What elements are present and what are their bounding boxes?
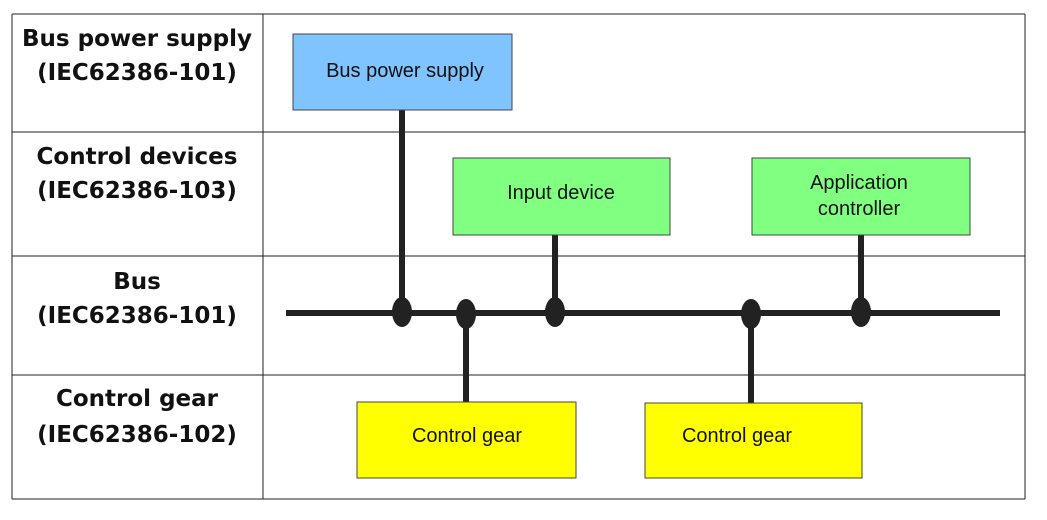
- bus-taps: [392, 297, 871, 329]
- row-label-name: Bus power supply: [22, 26, 252, 52]
- input-device-box: Input device: [452, 157, 671, 236]
- box-label: Control gear: [412, 425, 522, 447]
- box-label: Bus power supply: [326, 60, 484, 82]
- row-label-bus-power-supply: Bus power supply (IEC62386-101): [22, 26, 252, 86]
- box-label-line2: controller: [818, 198, 901, 220]
- box-shape: [452, 157, 671, 236]
- row-label-name: Control gear: [56, 386, 219, 412]
- row-label-bus: Bus (IEC62386-101): [37, 269, 237, 329]
- box-shape: [292, 33, 513, 111]
- bus-tap-dot: [545, 297, 565, 327]
- application-controller-box: Application controller: [751, 157, 971, 236]
- wires: [286, 110, 1000, 403]
- bus-power-supply-box: Bus power supply: [292, 33, 513, 111]
- row-label-name: Bus: [113, 269, 161, 295]
- row-label-standard: (IEC62386-103): [37, 178, 237, 204]
- box-label: Input device: [507, 182, 615, 204]
- row-label-standard: (IEC62386-101): [37, 303, 237, 329]
- bus-tap-dot: [392, 297, 412, 327]
- control-gear-box-2: Control gear: [644, 402, 863, 479]
- table-frame: [11, 13, 1026, 500]
- box-label-line1: Application: [810, 172, 908, 194]
- bus-tap-dot: [741, 299, 761, 329]
- row-label-name: Control devices: [37, 144, 238, 170]
- row-label-control-gear: Control gear (IEC62386-102): [37, 386, 237, 448]
- box-label: Control gear: [682, 425, 792, 447]
- control-gear-box-1: Control gear: [356, 401, 577, 479]
- row-label-control-devices: Control devices (IEC62386-103): [37, 144, 238, 204]
- box-shape: [751, 157, 971, 236]
- box-shape: [356, 401, 577, 479]
- row-label-standard: (IEC62386-102): [37, 422, 237, 448]
- bus-tap-dot: [851, 297, 871, 327]
- bus-tap-dot: [456, 299, 476, 329]
- box-shape: [644, 402, 863, 479]
- row-label-standard: (IEC62386-101): [37, 60, 237, 86]
